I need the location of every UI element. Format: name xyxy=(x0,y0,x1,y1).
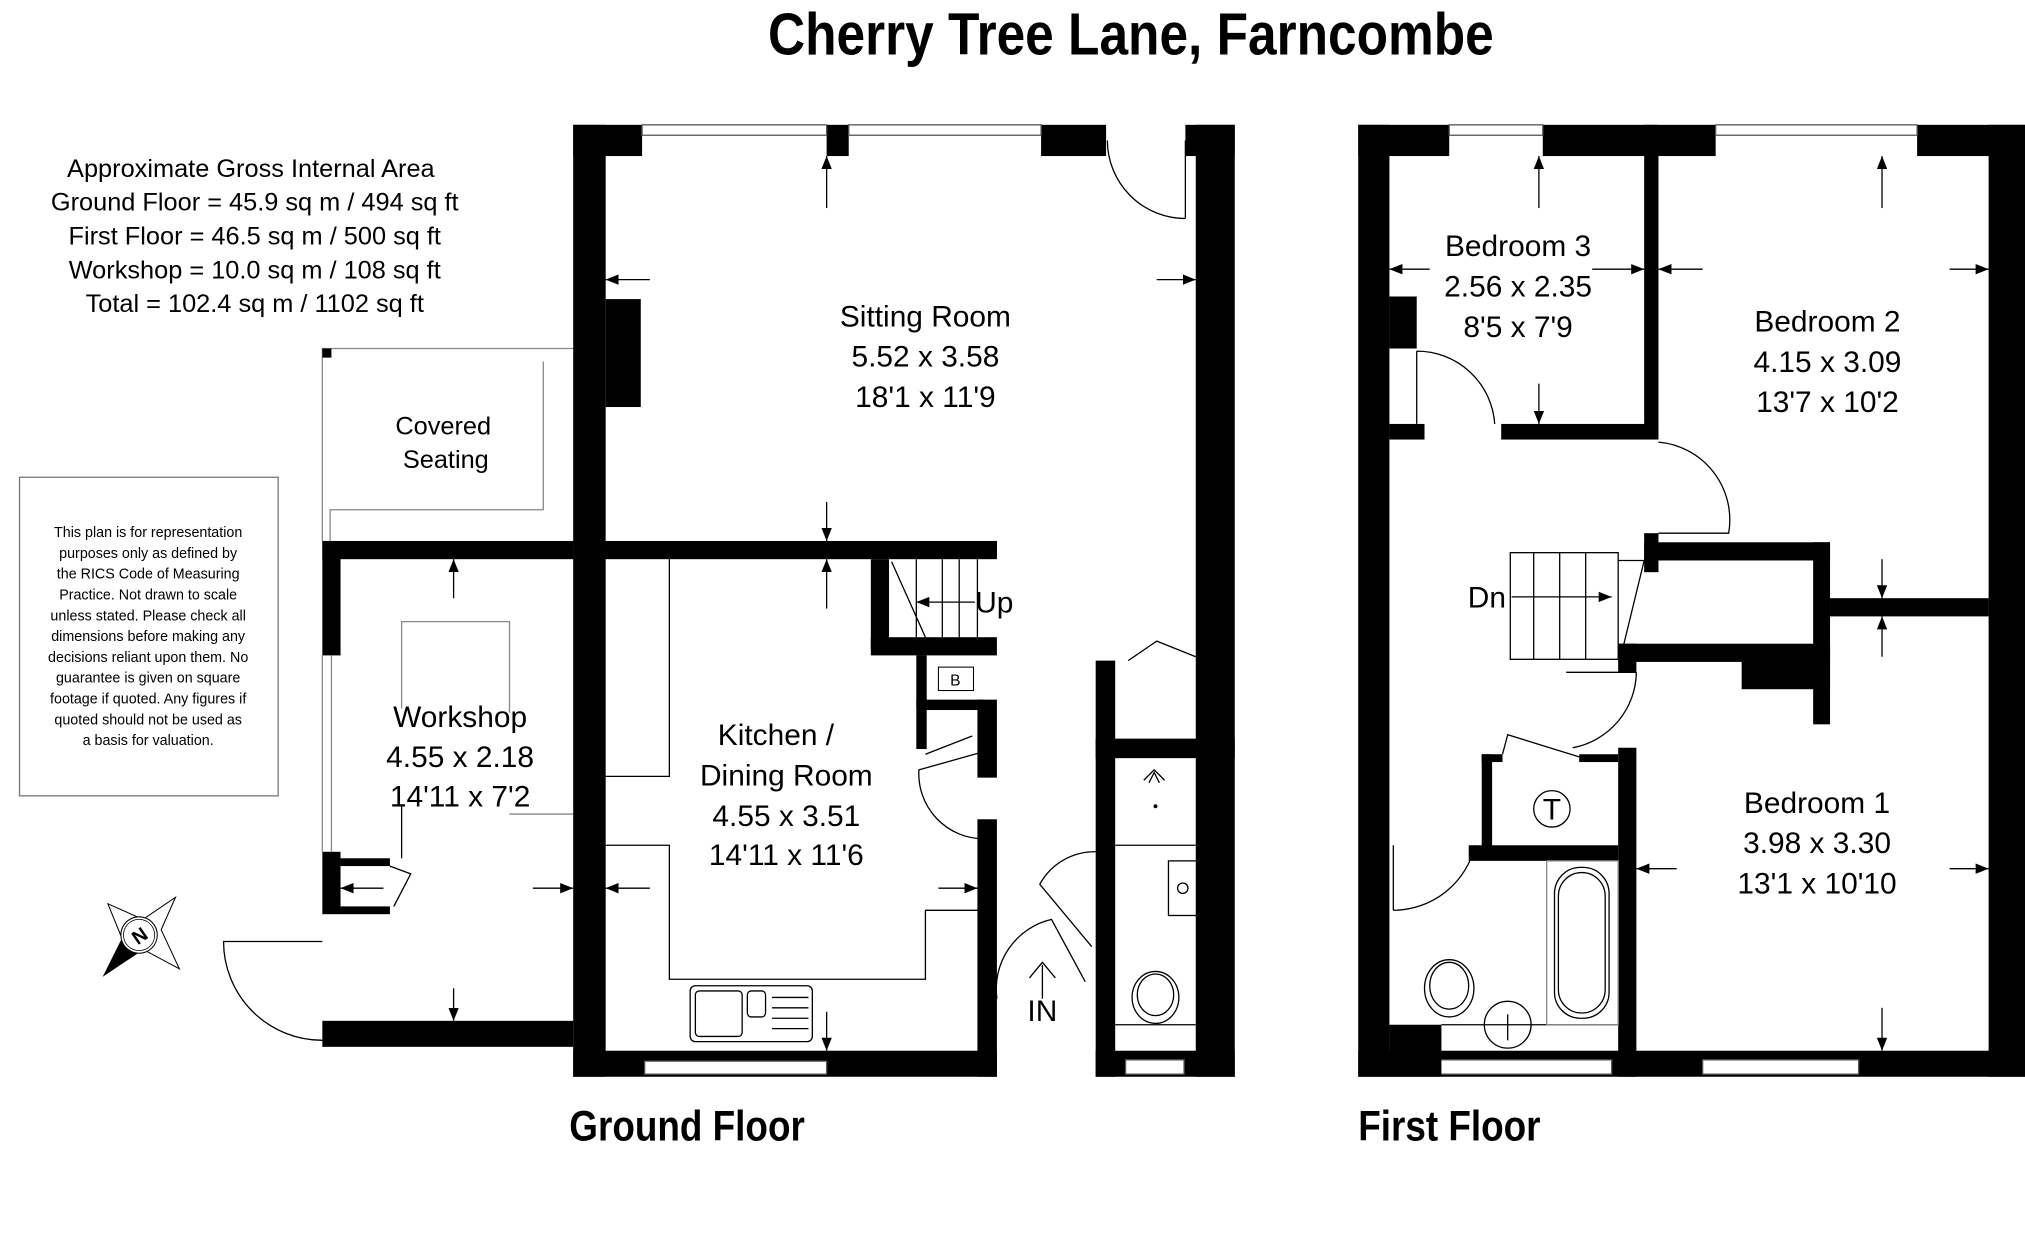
kitchen-sink-icon xyxy=(689,985,813,1043)
disclaimer-line: purposes only as defined by xyxy=(59,546,238,562)
sitting-room-name: Sitting Room xyxy=(840,300,1011,333)
disclaimer-box: This plan is for representation purposes… xyxy=(18,476,279,797)
ground-floor-label: Ground Floor xyxy=(569,1103,805,1150)
disclaimer-line: Practice. Not drawn to scale xyxy=(59,587,237,603)
disclaimer-line: dimensions before making any xyxy=(51,629,246,645)
disclaimer-line: guarantee is given on square xyxy=(56,671,240,687)
tank-label: T xyxy=(1543,793,1561,826)
area-first-floor: First Floor = 46.5 sq m / 500 sq ft xyxy=(69,222,441,250)
sitting-room-metric: 5.52 x 3.58 xyxy=(851,341,999,374)
workshop-name: Workshop xyxy=(393,701,527,734)
covered-seating-name-2: Seating xyxy=(403,446,489,474)
workshop-metric: 4.55 x 2.18 xyxy=(386,741,534,774)
kitchen-name-1: Kitchen / xyxy=(718,719,835,752)
area-ground-floor: Ground Floor = 45.9 sq m / 494 sq ft xyxy=(51,189,459,217)
tank-icon: T xyxy=(1533,790,1571,828)
basin-icon xyxy=(1167,860,1202,917)
area-total: Total = 102.4 sq m / 1102 sq ft xyxy=(86,290,424,318)
disclaimer-line: footage if quoted. Any figures if xyxy=(50,692,246,708)
disclaimer-line: a basis for valuation. xyxy=(83,733,214,749)
disclaimer-line: the RICS Code of Measuring xyxy=(57,567,240,583)
sitting-room-imperial: 18'1 x 11'9 xyxy=(855,381,995,414)
boiler-label: B xyxy=(950,672,960,689)
bedroom1-name: Bedroom 1 xyxy=(1744,787,1890,820)
disclaimer-line: unless stated. Please check all xyxy=(50,608,245,624)
bedroom1-imperial: 13'1 x 10'10 xyxy=(1737,867,1896,900)
stairs-down: Dn xyxy=(1468,552,1651,660)
entrance-label: IN xyxy=(1027,995,1057,1028)
bedroom3-metric: 2.56 x 2.35 xyxy=(1444,270,1592,303)
bedroom3-name: Bedroom 3 xyxy=(1445,230,1591,263)
workshop-room xyxy=(222,540,574,1047)
covered-seating-area xyxy=(321,347,574,541)
area-heading: Approximate Gross Internal Area xyxy=(67,155,435,183)
stairs-up-label: Up xyxy=(975,586,1013,619)
page-title: Cherry Tree Lane, Farncombe xyxy=(768,1,1494,67)
bedroom1-metric: 3.98 x 3.30 xyxy=(1743,827,1891,860)
bath-icon xyxy=(1553,866,1610,1019)
toilet-icon xyxy=(1423,959,1475,1018)
ground-floor-plan: Up B IN xyxy=(222,124,1235,1150)
disclaimer-line: decisions reliant upon them. No xyxy=(48,650,248,666)
area-workshop: Workshop = 10.0 sq m / 108 sq ft xyxy=(69,256,441,284)
shower-icon xyxy=(1143,768,1166,809)
first-floor-plan: T Dn xyxy=(1358,124,2025,1150)
bedroom2-metric: 4.15 x 3.09 xyxy=(1754,346,1902,379)
kitchen-imperial: 14'11 x 11'6 xyxy=(709,839,864,872)
kitchen-name-2: Dining Room xyxy=(700,759,873,792)
stairs-down-label: Dn xyxy=(1468,581,1506,614)
compass-north-icon: N xyxy=(102,895,181,977)
toilet-icon xyxy=(1131,970,1180,1025)
bedroom3-imperial: 8'5 x 7'9 xyxy=(1463,311,1572,344)
stairs-up: Up xyxy=(891,559,1013,638)
boiler-icon: B xyxy=(937,666,975,692)
disclaimer-line: quoted should not be used as xyxy=(54,712,242,728)
first-floor-label: First Floor xyxy=(1358,1103,1540,1150)
disclaimer-line: This plan is for representation xyxy=(54,525,242,541)
bedroom2-imperial: 13'7 x 10'2 xyxy=(1756,386,1899,419)
entrance-marker: IN xyxy=(1027,961,1057,1028)
covered-seating-name-1: Covered xyxy=(395,412,491,440)
workshop-imperial: 14'11 x 7'2 xyxy=(390,780,530,813)
basin-icon xyxy=(1483,1000,1532,1049)
kitchen-metric: 4.55 x 3.51 xyxy=(712,800,860,833)
area-summary: Approximate Gross Internal Area Ground F… xyxy=(51,155,459,318)
bedroom2-name: Bedroom 2 xyxy=(1754,306,1900,339)
